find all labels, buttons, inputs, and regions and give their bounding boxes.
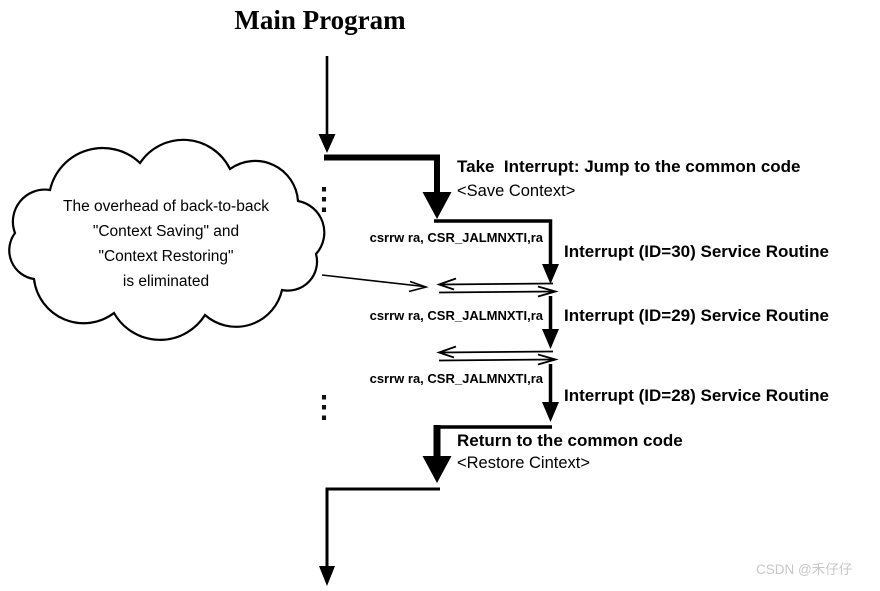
cloud-pointer-line: [321, 274, 425, 288]
swap-arrows-2: [436, 345, 559, 366]
save-context-label: <Save Context>: [457, 182, 576, 200]
swap1-right-arrowhead-icon: [537, 285, 559, 298]
cloud-annotation-line3: "Context Restoring": [98, 248, 234, 265]
cloud-annotation-line1: The overhead of back-to-back: [63, 198, 269, 215]
main-flow-arrowhead-icon: [318, 134, 336, 153]
return-arrowhead-icon: [422, 456, 452, 483]
interrupt-id28-label: Interrupt (ID=28) Service Routine: [564, 386, 829, 405]
cloud-pointer-arrowhead-icon: [408, 280, 429, 293]
interrupt-id30-label: Interrupt (ID=30) Service Routine: [564, 242, 829, 261]
watermark: CSDN @禾仔仔: [756, 562, 853, 577]
ellipsis-top: ⋮: [309, 183, 339, 216]
take-interrupt-label: Take Interrupt: Jump to the common code: [457, 157, 801, 176]
return-common-code-label: Return to the common code: [457, 431, 683, 450]
swap2-left-arrow-line: [440, 350, 554, 354]
take-interrupt-arrowhead-icon: [422, 192, 452, 219]
cloud-annotation-line2: "Context Saving" and: [92, 223, 240, 240]
exit-arrowhead-icon: [319, 566, 335, 586]
cloud-shape: [8, 138, 326, 341]
page-title: Main Program: [234, 5, 406, 35]
swap2-left-arrowhead-icon: [436, 345, 457, 359]
swap2-right-arrow-line: [438, 358, 554, 362]
cloud-annotation: The overhead of back-to-back "Context Sa…: [12, 194, 320, 294]
interrupt-id29-label: Interrupt (ID=29) Service Routine: [564, 306, 829, 325]
cloud-annotation-line4: is eliminated: [122, 273, 210, 290]
isr30-arrowhead-icon: [542, 264, 559, 284]
exit-elbow-line: [325, 487, 440, 568]
csrrw-instruction-label-1: csrrw ra, CSR_JALMNXTI,ra: [369, 230, 543, 245]
csrrw-instruction-label-3: csrrw ra, CSR_JALMNXTI,ra: [369, 371, 543, 386]
swap-arrows-1: [436, 277, 559, 298]
swap2-right-arrowhead-icon: [537, 353, 559, 366]
swap1-left-arrow-line: [440, 282, 554, 286]
isr29-arrowhead-icon: [542, 329, 559, 349]
ellipsis-bottom: ⋮: [309, 391, 339, 424]
isr30-elbow-line: [434, 219, 553, 266]
csrrw-instruction-label-2: csrrw ra, CSR_JALMNXTI,ra: [369, 308, 543, 323]
isr28-arrowhead-icon: [542, 402, 559, 422]
swap1-left-arrowhead-icon: [436, 277, 457, 291]
swap1-right-arrow-line: [438, 290, 554, 294]
restore-context-label: <Restore Cintext>: [457, 454, 590, 472]
take-interrupt-elbow: [324, 154, 440, 194]
